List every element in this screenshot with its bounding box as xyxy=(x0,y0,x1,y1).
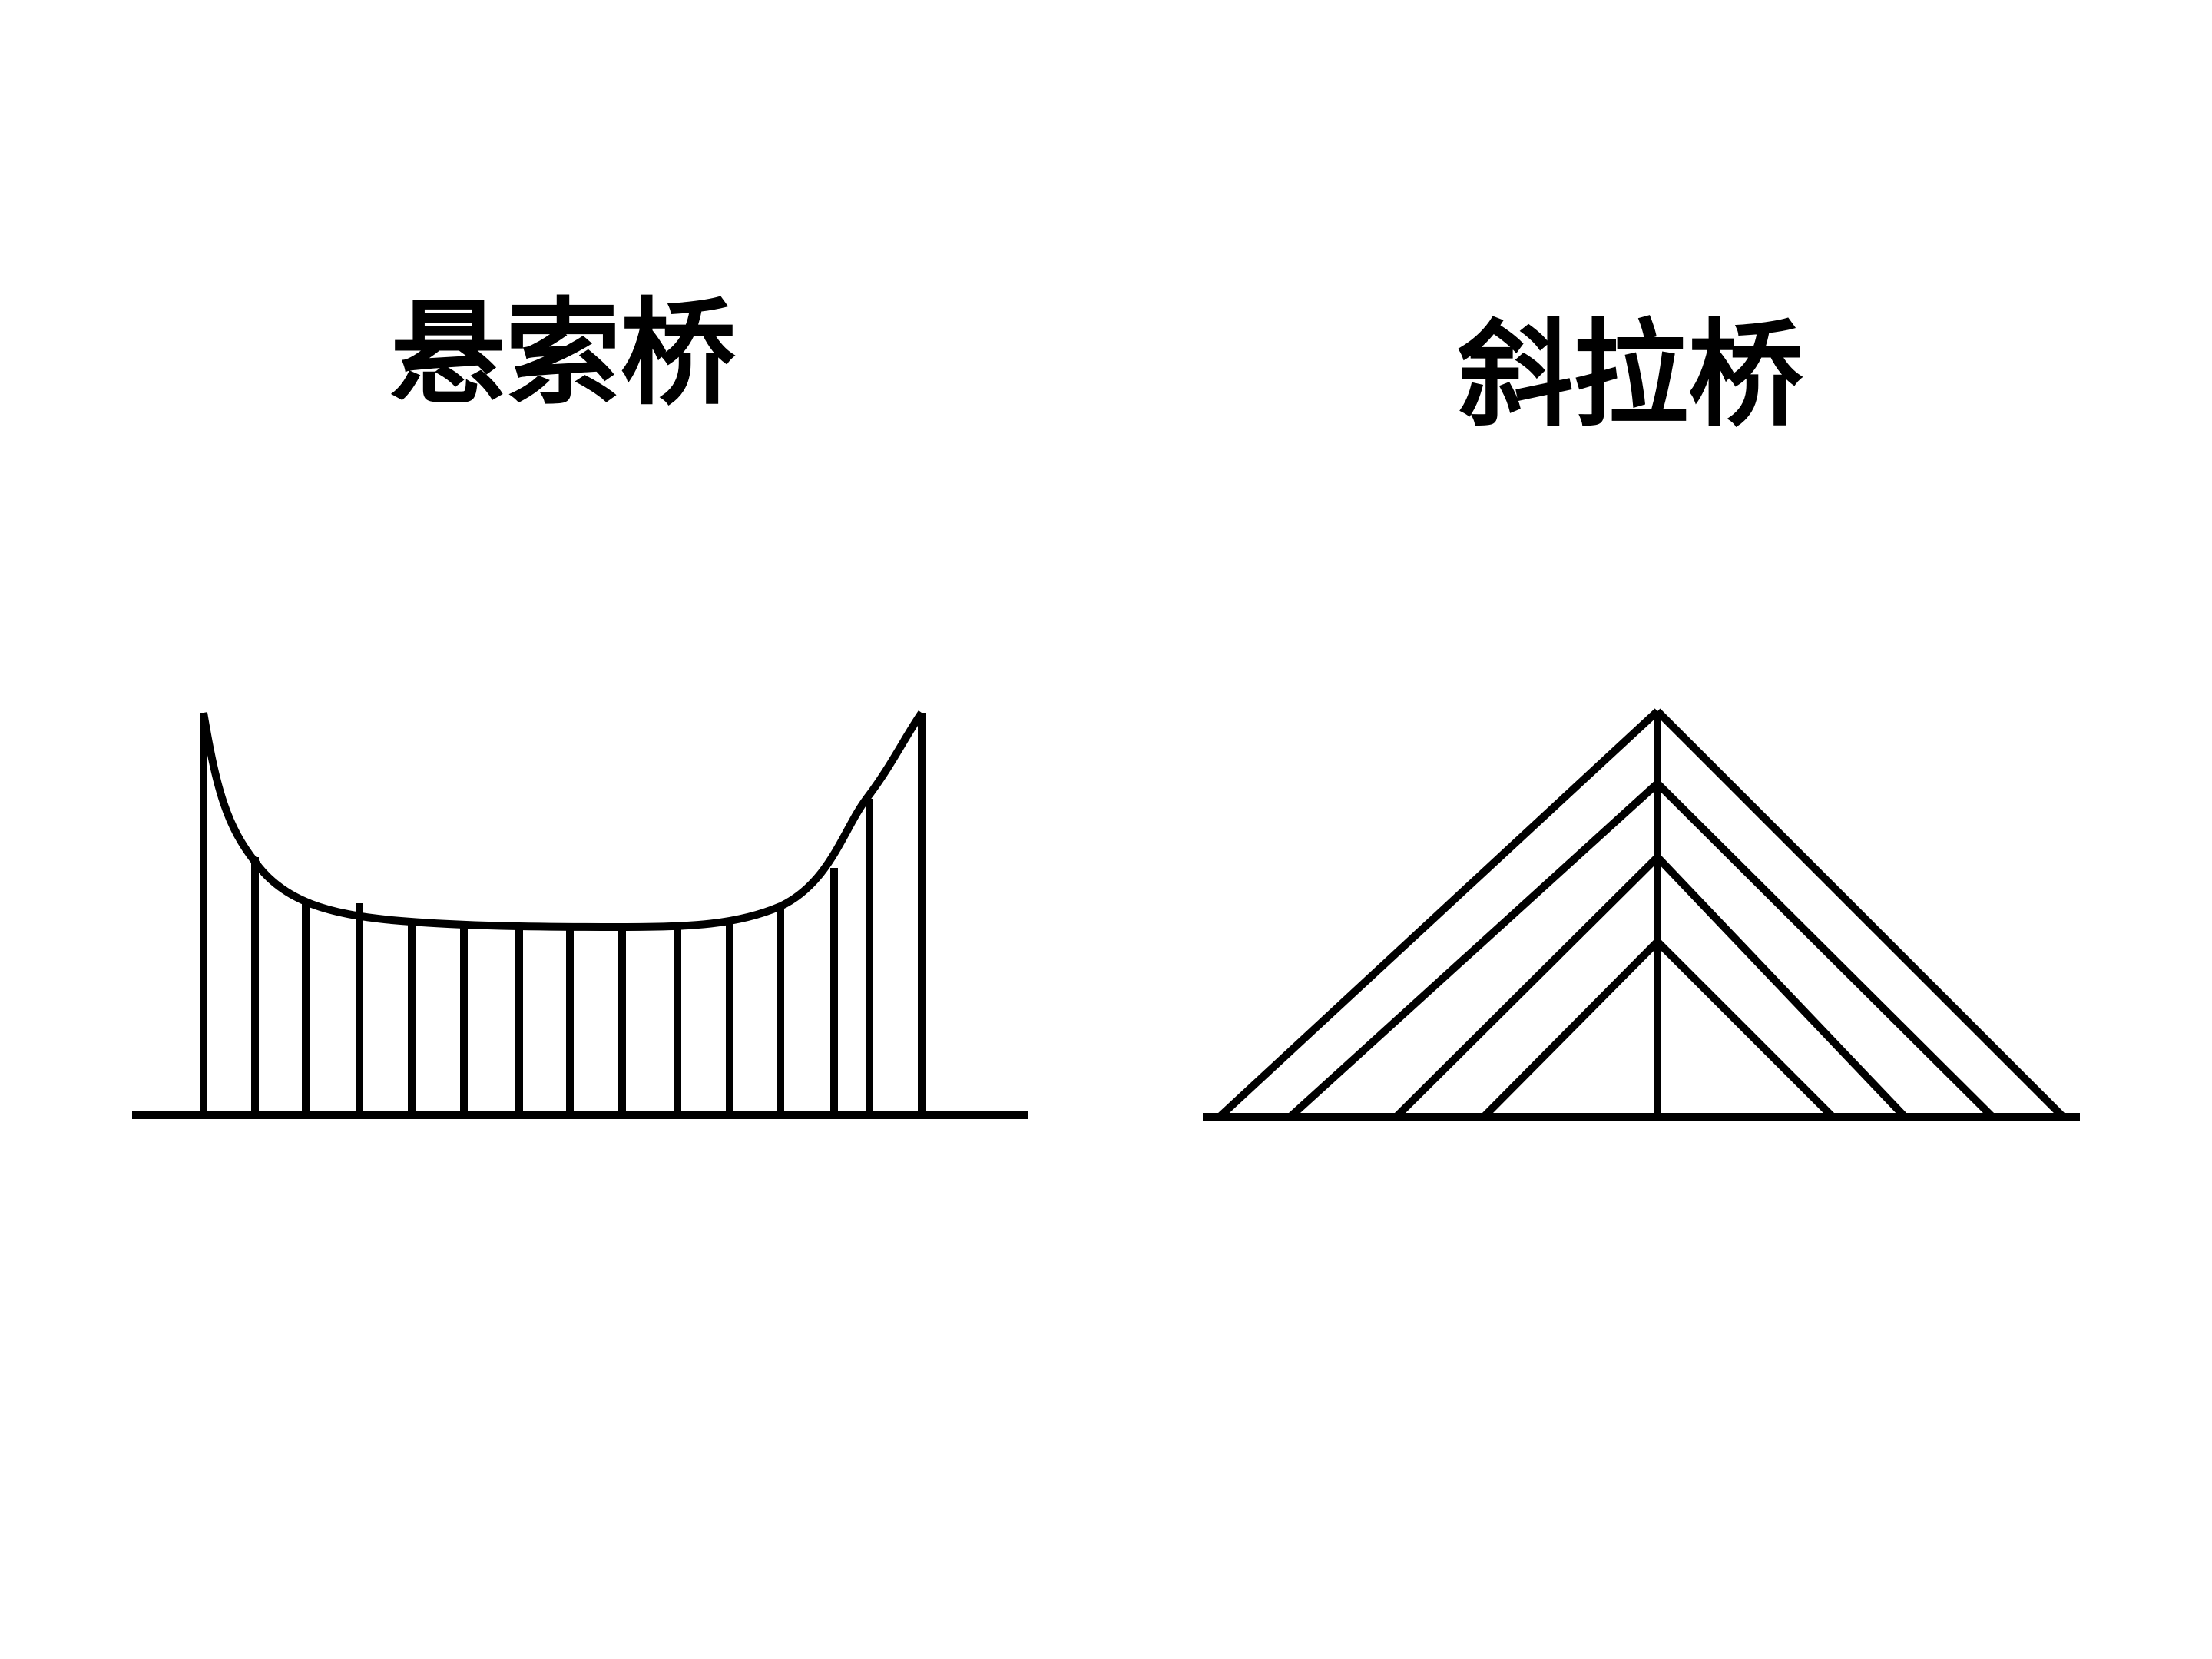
stay-cable xyxy=(1654,854,1908,1120)
stay-cable xyxy=(1654,939,1836,1120)
suspension-main-cable xyxy=(200,710,926,932)
cable-stayed-bridge-title: 斜拉桥 xyxy=(1457,307,1804,442)
stay-cable xyxy=(1217,708,1661,1120)
suspension-bridge-drawing xyxy=(132,710,1028,1119)
stay-cable xyxy=(1654,780,1995,1120)
cable-stayed-bridge-drawing xyxy=(1203,708,2080,1121)
stay-cable xyxy=(1287,780,1661,1120)
stay-cables xyxy=(1217,708,2066,1120)
stay-cable xyxy=(1654,708,2066,1120)
stay-cable xyxy=(1481,939,1661,1120)
suspension-bridge-title: 悬索桥 xyxy=(389,286,737,421)
suspension-hangers xyxy=(251,799,873,1115)
stay-cable xyxy=(1393,854,1661,1120)
